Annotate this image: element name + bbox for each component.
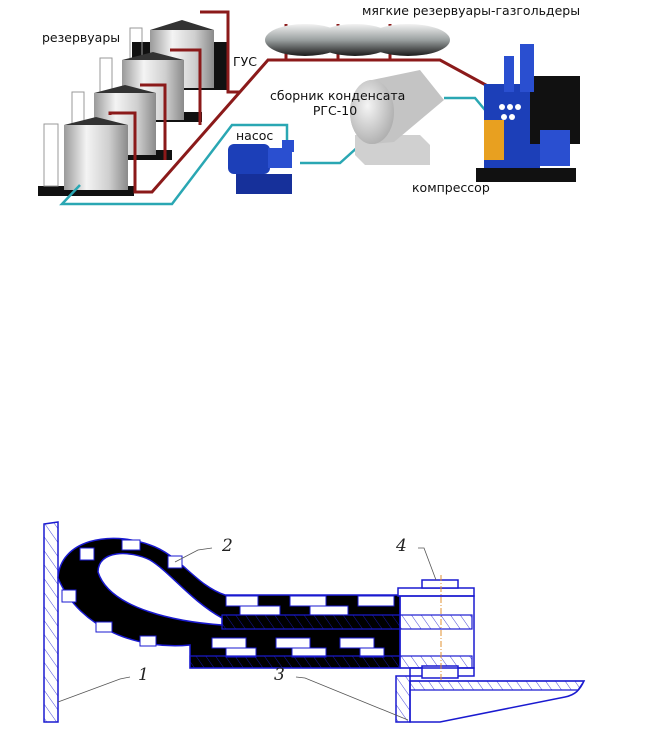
callout-2: 2 (222, 536, 233, 556)
label-gus: ГУС (233, 54, 257, 69)
label-compressor: компрессор (412, 180, 490, 195)
callout-1: 1 (138, 665, 149, 685)
hatched-layer-upper (221, 614, 473, 630)
label-condensate-collector-line2: РГС-10 (312, 103, 358, 118)
label-tanks: резервуары (42, 30, 121, 45)
label-pump: насос (236, 128, 274, 143)
compressor (476, 44, 580, 182)
label-condensate-collector-line1: сборник конденсата (270, 88, 406, 103)
condensate-collector (350, 70, 444, 165)
liquid-line (59, 96, 486, 206)
label-gasholders: мягкие резервуары-газгольдеры (362, 3, 581, 18)
callout-3: 3 (274, 665, 285, 685)
gas-equalization-system-illustration (38, 10, 580, 206)
bracket-part-3 (395, 675, 586, 723)
callout-4: 4 (396, 536, 407, 556)
label-condensate-collector: сборник конденсата РГС-10 (270, 88, 406, 118)
bolt-part-4 (397, 579, 475, 679)
hatched-layer-lower (189, 655, 473, 669)
pump (228, 140, 294, 194)
soft-gasholders (265, 24, 450, 56)
membrane-part-2 (57, 537, 401, 669)
leader-lines (57, 547, 437, 721)
storage-tank-1 (38, 117, 134, 196)
wall-part-1 (43, 521, 59, 723)
